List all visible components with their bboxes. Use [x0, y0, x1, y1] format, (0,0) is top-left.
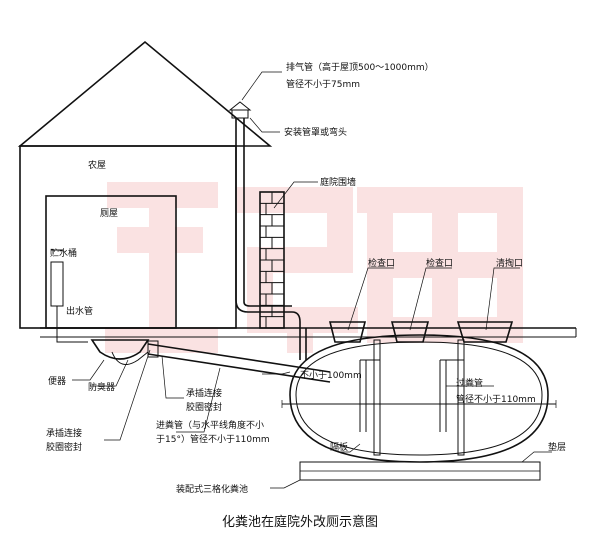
label-socket-seal-1a: 承插连接 [186, 387, 222, 399]
vent-pipe [228, 101, 307, 360]
toilet-bowl [90, 339, 150, 365]
label-inspection-port-1: 检查口 [368, 257, 395, 269]
label-transfer-pipe: 过粪管 [456, 377, 483, 389]
leader-lines [72, 71, 552, 489]
label-cleanout-port: 清掏口 [496, 257, 523, 269]
label-inspection-port-2: 检查口 [426, 257, 453, 269]
label-water-bucket: 贮水桶 [50, 247, 77, 259]
label-inlet-pipe-b: 于15°）管径不小于110mm [156, 433, 270, 445]
diagram-caption: 化粪池在庭院外改厕示意图 [222, 514, 378, 530]
label-transfer-diameter: 管径不小于110mm [456, 393, 536, 405]
label-socket-seal-2b: 胶圈密封 [46, 441, 82, 453]
cleanout-port [456, 321, 514, 343]
label-farmhouse: 农屋 [88, 159, 106, 171]
label-socket-seal-1b: 胶圈密封 [186, 401, 222, 413]
label-tank: 装配式三格化粪池 [176, 483, 248, 495]
label-toilet-bowl: 便器 [48, 375, 66, 387]
label-cushion: 垫层 [548, 441, 566, 453]
label-vent-diameter: 管径不小于75mm [286, 78, 360, 90]
yard-wall [259, 191, 285, 329]
inspection-port-1 [328, 321, 367, 343]
label-vent-cap: 安装管罩或弯头 [284, 126, 347, 138]
label-inlet-pipe-a: 进粪管（与水平线角度不小 [156, 419, 264, 431]
toilet-room [45, 195, 177, 343]
label-partition: 隔板 [330, 441, 348, 453]
label-yard-wall: 庭院围墙 [320, 176, 356, 188]
label-socket-seal-2a: 承插连接 [46, 427, 82, 439]
label-vent-pipe: 排气管（高于屋顶500～1000mm） [286, 61, 434, 73]
septic-tank [281, 334, 557, 481]
label-outlet-pipe: 出水管 [66, 305, 93, 317]
labels: 排气管（高于屋顶500～1000mm） 管径不小于75mm 安装管罩或弯头 庭院… [46, 61, 566, 495]
label-odor-trap: 防臭器 [88, 381, 115, 393]
inspection-port-2 [390, 321, 430, 343]
label-depth-min: 不小于100mm [300, 370, 362, 381]
label-toilet-room: 厕屋 [100, 208, 118, 219]
